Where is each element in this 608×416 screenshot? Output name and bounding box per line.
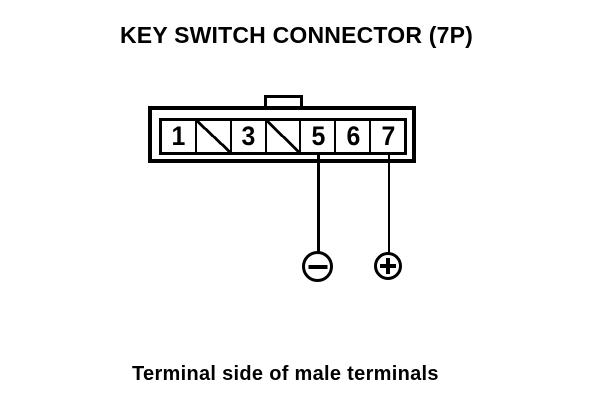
connector-mount-tab — [264, 95, 303, 108]
no-pin-slash-icon — [196, 121, 230, 152]
wire-pin5 — [317, 154, 320, 254]
minus-bar — [308, 264, 327, 269]
pin-cell-4-blocked — [266, 121, 302, 152]
pin-number: 6 — [346, 121, 360, 151]
pin-cell-5: 5 — [301, 121, 337, 152]
pin-row: 1 3 5 6 7 — [159, 118, 407, 155]
wire-pin7 — [388, 154, 390, 255]
pin-number: 5 — [311, 121, 325, 151]
pin-cell-7: 7 — [371, 121, 404, 152]
pin-cell-2-blocked — [196, 121, 232, 152]
no-pin-slash-icon — [266, 121, 300, 152]
minus-terminal-icon — [302, 251, 333, 282]
pin-number: 3 — [241, 121, 256, 151]
diagram-title: KEY SWITCH CONNECTOR (7P) — [120, 22, 474, 48]
pin-cell-1: 1 — [162, 121, 197, 152]
pin-cell-3: 3 — [232, 121, 267, 152]
pin-cell-6: 6 — [336, 121, 372, 152]
pin-number: 1 — [171, 121, 186, 151]
plus-bar-vertical — [386, 258, 390, 274]
diagram-caption: Terminal side of male terminals — [132, 363, 439, 385]
pin-number: 7 — [381, 121, 395, 151]
plus-terminal-icon — [374, 252, 402, 280]
